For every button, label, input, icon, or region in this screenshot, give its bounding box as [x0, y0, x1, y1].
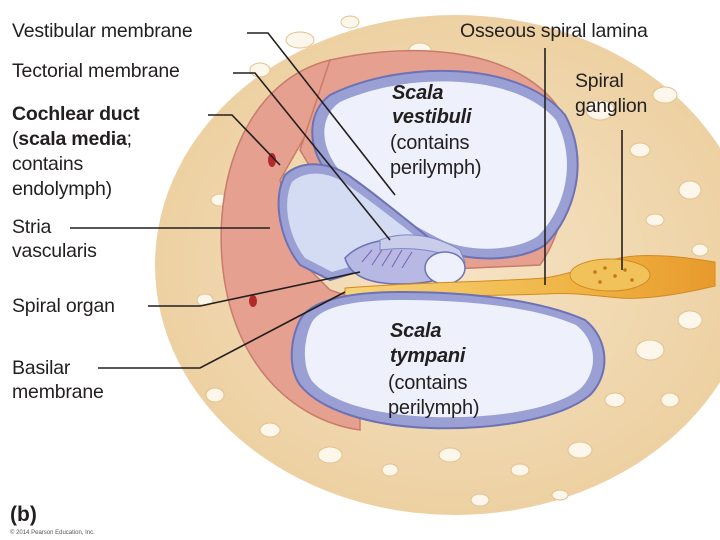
leader-basilar: [98, 291, 346, 369]
label-spiral-ganglion-line1: Spiral: [575, 70, 624, 92]
label-scala-vestibuli-line3: (contains: [390, 132, 470, 154]
label-scala-tympani-line3: (contains: [388, 372, 468, 394]
label-cochlear-duct-title: Cochlear duct: [12, 103, 140, 125]
label-stria-line2: vascularis: [12, 240, 97, 262]
label-basilar-line2: membrane: [12, 381, 104, 403]
label-osseous-spiral-lamina: Osseous spiral lamina: [460, 20, 648, 42]
leader-spiral-organ: [148, 271, 361, 307]
label-semicolon: ;: [126, 128, 132, 150]
leader-cochlear-duct: [208, 114, 281, 166]
label-spiral-ganglion-line2: ganglion: [575, 95, 648, 117]
label-basilar-line1: Basilar: [12, 357, 71, 379]
panel-tag: (b): [10, 503, 37, 526]
label-scala-tympani-line4: perilymph): [388, 397, 480, 419]
label-scala-tympani-line1: Scala: [390, 320, 442, 342]
copyright-notice: © 2014 Pearson Education, Inc.: [10, 530, 95, 536]
label-scala-media: scala media: [18, 128, 127, 150]
label-spiral-organ: Spiral organ: [12, 295, 115, 317]
label-cochlear-duct: Cochlear duct: [12, 103, 140, 125]
label-cochlear-duct-line4: endolymph): [12, 178, 112, 200]
scala-tympani-chamber: [290, 290, 606, 430]
label-paren: (: [12, 128, 19, 150]
label-scala-tympani-line2: tympani: [390, 345, 466, 367]
label-stria-line1: Stria: [12, 216, 52, 238]
leader-vestibular-membrane: [247, 32, 396, 196]
leader-lines: [70, 32, 623, 369]
label-scala-vestibuli-line4: perilymph): [390, 157, 482, 179]
leader-tectorial-membrane: [233, 72, 391, 241]
label-cochlear-duct-line2: (scala media;: [12, 128, 132, 150]
label-scala-vestibuli-line1: Scala: [392, 82, 444, 104]
label-vestibular-membrane: Vestibular membrane: [12, 20, 193, 42]
label-tectorial-membrane: Tectorial membrane: [12, 60, 180, 82]
label-cochlear-duct-line3: contains: [12, 153, 84, 175]
label-scala-vestibuli-line2: vestibuli: [392, 106, 472, 128]
